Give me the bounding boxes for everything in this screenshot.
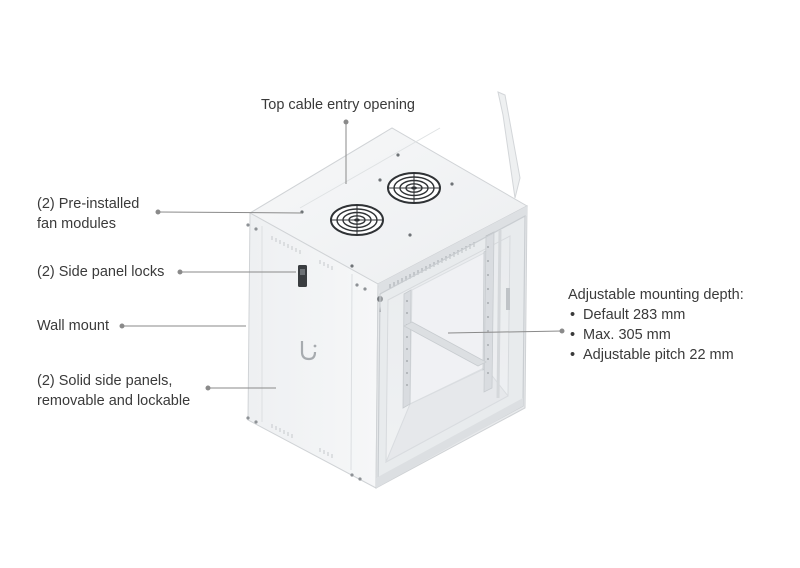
callout-wall-mount-text: Wall mount (37, 318, 109, 334)
callout-side-panels: (2) Solid side panels, removable and loc… (37, 371, 190, 411)
callout-top-cable-text: Top cable entry opening (261, 97, 415, 113)
front-bottom-bar (376, 398, 523, 488)
side-screws (246, 223, 367, 481)
side-vents-top (271, 236, 333, 270)
callout-wall-mount: Wall mount (37, 316, 109, 336)
rail-holes (406, 246, 489, 386)
top-cable-opening-seam (299, 127, 441, 209)
mounting-depth-item: Max. 305 mm (568, 325, 744, 345)
callout-side-panels-line2: removable and lockable (37, 393, 191, 409)
callout-mounting-depth: Adjustable mounting depth: Default 283 m… (568, 285, 744, 365)
mounting-rails (402, 231, 495, 409)
ubiquiti-u-logo-icon (300, 341, 317, 361)
rear-door-edge (497, 91, 521, 199)
callout-side-panels-line1: (2) Solid side panels, (37, 373, 173, 389)
leader-lines (119, 119, 565, 391)
callout-fan-modules-line2: fan modules (37, 216, 116, 232)
side-panel-rear-seam (350, 273, 353, 471)
top-screws (300, 153, 454, 268)
fan-grille-icon (387, 172, 441, 204)
callout-top-cable: Top cable entry opening (261, 95, 415, 115)
depth-crossbar (403, 321, 487, 367)
callout-fan-modules-line1: (2) Pre-installed (37, 196, 140, 212)
mounting-depth-list: Default 283 mm Max. 305 mm Adjustable pi… (568, 305, 744, 365)
fan-grille-icon (330, 204, 384, 236)
door-handle (506, 288, 510, 310)
callout-fan-modules: (2) Pre-installed fan modules (37, 194, 139, 234)
mounting-depth-item: Default 283 mm (568, 305, 744, 325)
mounting-depth-item: Adjustable pitch 22 mm (568, 345, 744, 365)
side-vents-bottom (271, 424, 333, 458)
callout-side-locks-text: (2) Side panel locks (37, 264, 165, 280)
callout-side-locks: (2) Side panel locks (37, 262, 164, 282)
mounting-depth-heading: Adjustable mounting depth: (568, 287, 744, 303)
leader-mounting-depth (447, 330, 563, 334)
front-top-bar (378, 206, 527, 294)
leader-fan-modules (157, 211, 303, 214)
side-panel-lock (298, 265, 307, 287)
